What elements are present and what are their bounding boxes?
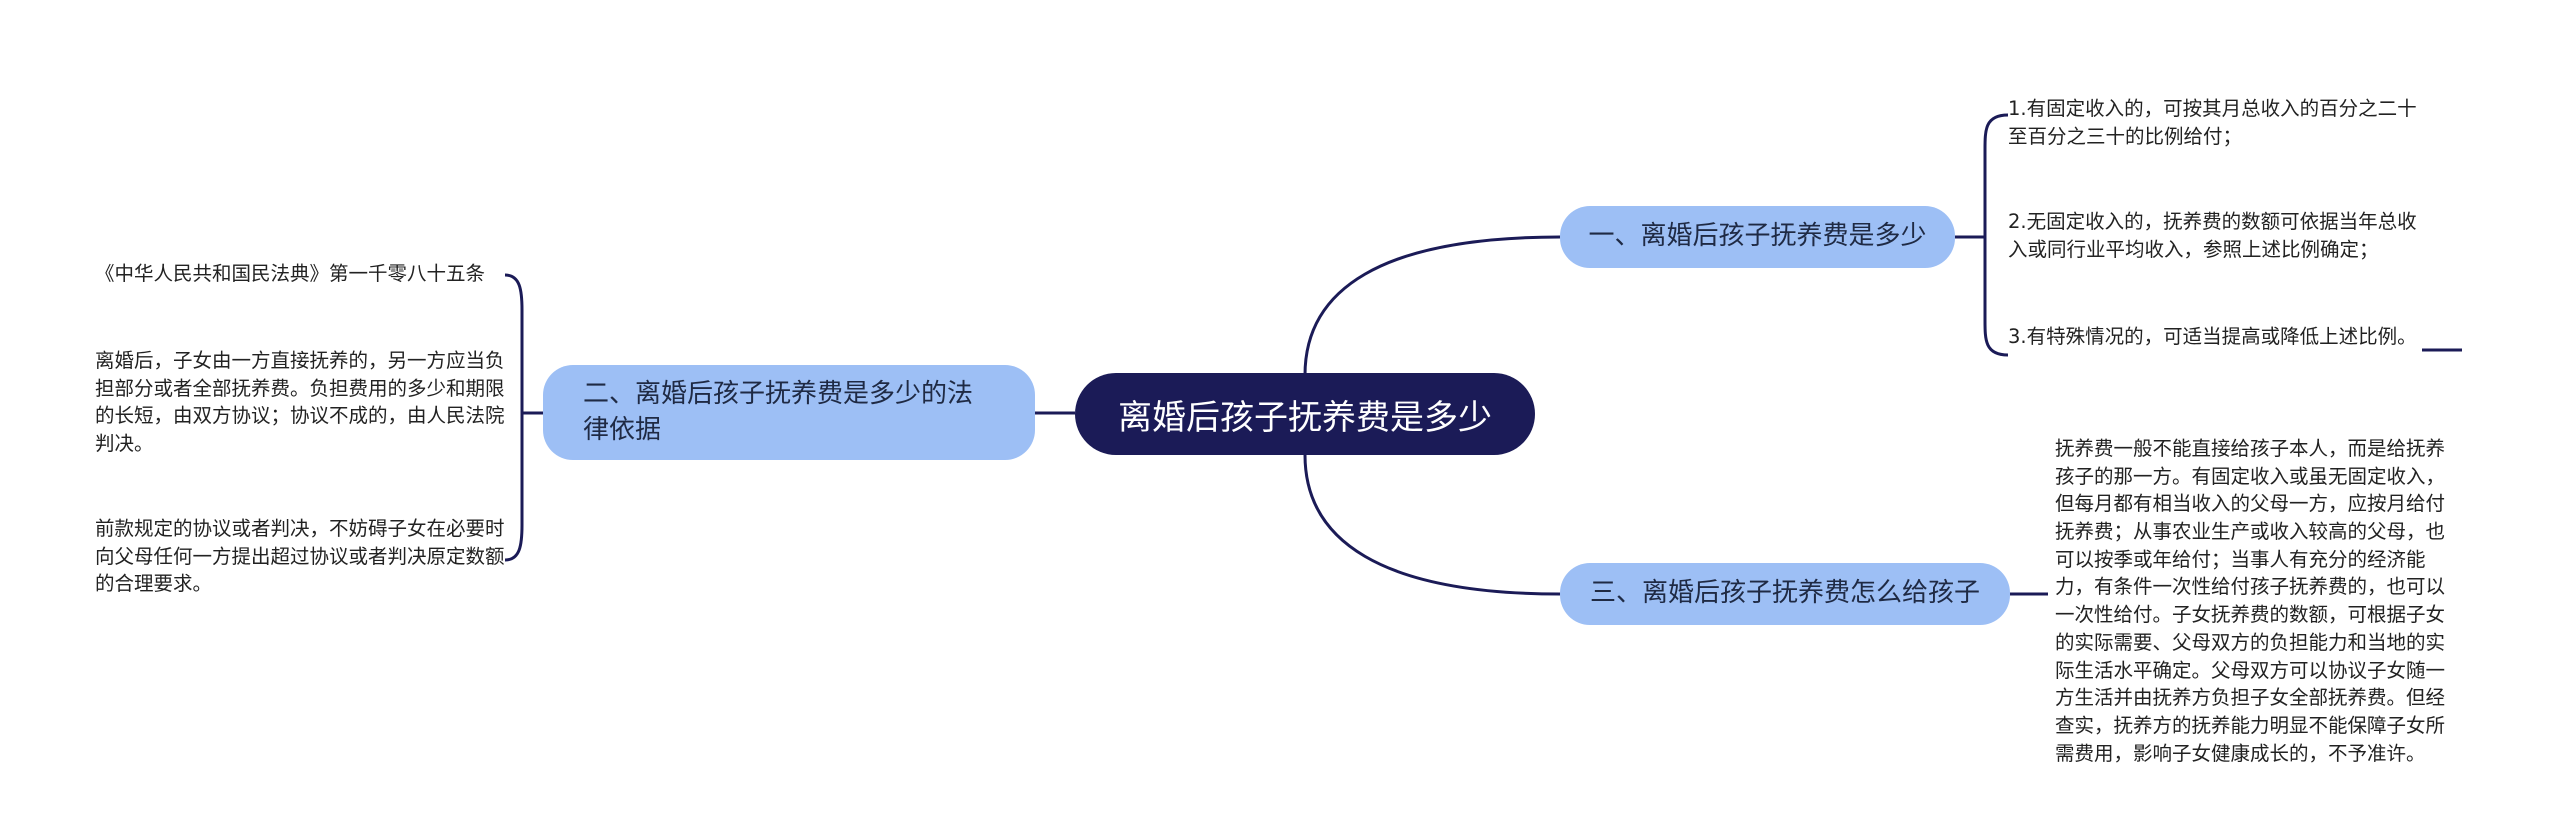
branch-1-leaf-1: 1.有固定收入的，可按其月总收入的百分之二十至百分之三十的比例给付； (2008, 97, 2417, 148)
root-node[interactable]: 离婚后孩子抚养费是多少 (1075, 373, 1535, 455)
branch-1-leaf-2: 2.无固定收入的，抚养费的数额可依据当年总收入或同行业平均收入，参照上述比例确定… (2008, 210, 2417, 261)
branch-1-leaf-3: 3.有特殊情况的，可适当提高或降低上述比例。 (2008, 325, 2417, 348)
branch-3-leaf-1: 抚养费一般不能直接给孩子本人，而是给抚养孩子的那一方。有固定收入或虽无固定收入，… (2055, 437, 2446, 765)
branch-2-leaf-2: 离婚后，子女由一方直接抚养的，另一方应当负担部分或者全部抚养费。负担费用的多少和… (95, 349, 505, 456)
branch-2-leaf-1: 《中华人民共和国民法典》第一千零八十五条 (95, 262, 486, 285)
connector-root-branch-3 (1303, 454, 1561, 596)
branch-2-label: 二、离婚后孩子抚养费是多少的法律依据 (583, 379, 974, 445)
branch-node-3[interactable]: 三、离婚后孩子抚养费怎么给孩子 (1560, 563, 2010, 625)
connector-root-branch-1 (1303, 235, 1561, 376)
branch-2-leaf-3: 前款规定的协议或者判决，不妨碍子女在必要时向父母任何一方提出超过协议或者判决原定… (95, 517, 505, 596)
bracket-branch-2 (504, 273, 524, 562)
branch-node-2[interactable]: 二、离婚后孩子抚养费是多少的法律依据 (543, 365, 1035, 460)
branch-3-label: 三、离婚后孩子抚养费怎么给孩子 (1589, 578, 1980, 609)
bracket-branch-1 (1983, 113, 2009, 357)
branch-node-1[interactable]: 一、离婚后孩子抚养费是多少 (1560, 206, 1955, 268)
branch-1-label: 一、离婚后孩子抚养费是多少 (1588, 221, 1927, 252)
root-title: 离婚后孩子抚养费是多少 (1118, 397, 1492, 438)
